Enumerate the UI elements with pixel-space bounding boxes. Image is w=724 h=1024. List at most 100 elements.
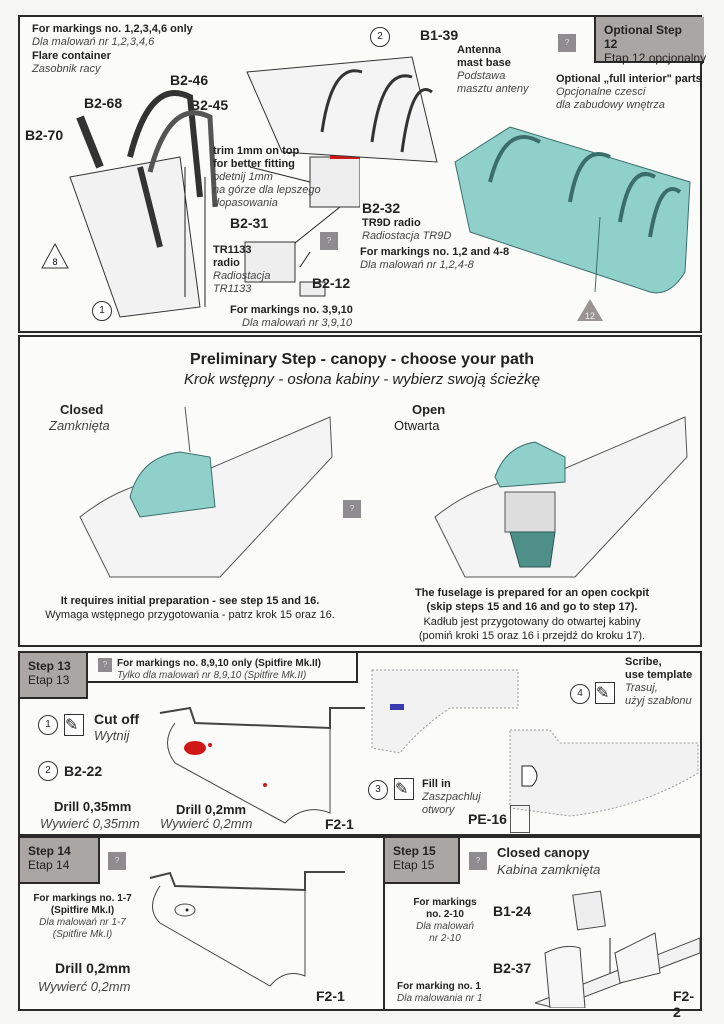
part-pe-16: PE-16 bbox=[468, 811, 507, 827]
canopy-install-drawing bbox=[535, 890, 700, 1008]
step13-box: Step 13 Etap 13 bbox=[20, 653, 88, 699]
step-title: Step 13 bbox=[28, 659, 71, 673]
closed-note: It requires initial preparation - see st… bbox=[60, 595, 320, 607]
prelim-title-pl: Krok wstępny - osłona kabiny - wybierz s… bbox=[184, 371, 540, 388]
step-title-pl: Etap 15 bbox=[393, 858, 435, 872]
open-note: The fuselage is prepared for an open coc… bbox=[414, 587, 650, 599]
circle-2: 2 bbox=[370, 27, 390, 47]
scriber-icon: ✎ bbox=[595, 682, 615, 704]
help-icon[interactable]: ? bbox=[469, 852, 487, 870]
step13-panel: Step 13 Etap 13 ? For markings no. 8,9,1… bbox=[18, 651, 702, 836]
step15-panel: Step 15 Etap 15 ? Closed canopy Kabina z… bbox=[383, 836, 702, 1020]
antenna-label-pl-2: masztu anteny bbox=[457, 83, 529, 95]
drill-035-label-pl: Wywierć 0,35mm bbox=[40, 816, 140, 831]
filler-icon: ✎ bbox=[394, 778, 414, 800]
tr1133-label: TR1133 bbox=[213, 244, 252, 256]
part-b1-39: B1-39 bbox=[420, 27, 459, 43]
marking-1-note-pl: Dla malowania nr 1 bbox=[397, 993, 483, 1004]
step-title-pl: Etap 14 bbox=[28, 858, 70, 872]
circle-2: 2 bbox=[38, 761, 58, 781]
step15-box: Step 15 Etap 15 bbox=[385, 838, 460, 884]
triangle-8-icon: 8 bbox=[41, 242, 69, 269]
optional-parts-label: Optional „full interior" parts bbox=[556, 73, 702, 85]
part-b2-22: B2-22 bbox=[64, 763, 103, 779]
circle-4: 4 bbox=[570, 684, 590, 704]
part-b2-31: B2-31 bbox=[230, 215, 269, 231]
part-b2-45: B2-45 bbox=[190, 97, 229, 113]
trim-note: trim 1mm on top bbox=[213, 145, 300, 157]
optional-step-title-pl: Etap 12 opcjonalny bbox=[604, 51, 707, 65]
tr1133-label-2: radio bbox=[213, 257, 240, 269]
drill-02-label-pl: Wywierć 0,2mm bbox=[160, 816, 253, 831]
marking-1-note: For marking no. 1 bbox=[397, 981, 481, 992]
drill-035-label: Drill 0,35mm bbox=[54, 799, 132, 814]
markings-note: For markings no. 1-7 bbox=[33, 893, 132, 904]
markings-note-2-pl: Dla malowań nr 1,2,4-8 bbox=[360, 259, 474, 271]
flare-label: Flare container bbox=[32, 50, 111, 62]
help-icon[interactable]: ? bbox=[108, 852, 126, 870]
scribe-label-pl-2: użyj szablonu bbox=[625, 695, 692, 707]
open-label: Open bbox=[412, 402, 446, 417]
closed-canopy-drawing bbox=[79, 406, 333, 578]
closed-canopy-title: Closed canopy bbox=[497, 845, 590, 860]
prelim-title: Preliminary Step - canopy - choose your … bbox=[189, 351, 535, 368]
trim-note-pl: odetnij 1mm bbox=[213, 171, 273, 183]
trim-note-pl-2: na górze dla lepszego bbox=[213, 184, 321, 196]
markings-note-3: For markings no. 3,9,10 bbox=[230, 304, 353, 316]
tr9d-label-pl: Radiostacja TR9D bbox=[362, 230, 452, 242]
circle-1: 1 bbox=[38, 715, 58, 735]
flare-label-pl: Zasobnik racy bbox=[32, 63, 101, 75]
antenna-label-2: mast base bbox=[457, 57, 511, 69]
part-b2-46: B2-46 bbox=[170, 72, 209, 88]
scribe-label-pl: Trasuj, bbox=[625, 682, 658, 694]
markings-note-pl-2: (Spitfire Mk.I) bbox=[52, 929, 113, 940]
circle-3: 3 bbox=[368, 780, 388, 800]
open-note-2: (skip steps 15 and 16 and go to step 17)… bbox=[426, 601, 638, 613]
part-f2-2: F2-2 bbox=[673, 988, 694, 1020]
svg-text:8: 8 bbox=[52, 257, 57, 267]
markings-note-pl: Tylko dla malowań nr 8,9,10 (Spitfire Mk… bbox=[117, 670, 307, 681]
part-b2-12: B2-12 bbox=[312, 275, 351, 291]
scribe-label: Scribe, bbox=[625, 656, 662, 668]
markings-note: For markings no. 1,2,3,4,6 only bbox=[32, 23, 193, 35]
part-b2-37: B2-37 bbox=[493, 960, 532, 976]
step-title: Step 15 bbox=[393, 844, 436, 858]
closed-canopy-title-pl: Kabina zamknięta bbox=[497, 862, 601, 877]
optional-parts-label-pl-2: dla zabudowy wnętrza bbox=[556, 99, 665, 111]
markings-note-pl: Dla malowań nr 1,2,3,4,6 bbox=[32, 36, 155, 48]
optional-step-title: Optional Step 12 bbox=[604, 23, 682, 51]
fill-in-label-pl: Zaszpachluj bbox=[422, 791, 481, 803]
step14-panel: Step 14 Etap 14 ? For markings no. 1-7 (… bbox=[18, 836, 385, 1011]
help-icon[interactable]: ? bbox=[558, 34, 576, 52]
optional-parts-label-pl: Opcjonalne czesci bbox=[556, 86, 646, 98]
preliminary-panel: Preliminary Step - canopy - choose your … bbox=[18, 335, 702, 647]
markings-note-pl-2: nr 2-10 bbox=[429, 933, 461, 944]
markings-note-pl: Dla malowań nr 1-7 bbox=[39, 917, 126, 928]
open-note-pl: Kadłub jest przygotowany do otwartej kab… bbox=[423, 616, 641, 628]
markings-note-3-pl: Dla malowań nr 3,9,10 bbox=[242, 317, 353, 329]
antenna-label: Antenna bbox=[457, 44, 501, 56]
drill-label-pl: Wywierć 0,2mm bbox=[38, 979, 131, 994]
step-title-pl: Etap 13 bbox=[28, 673, 70, 687]
part-f2-1: F2-1 bbox=[316, 988, 345, 1004]
drill-label: Drill 0,2mm bbox=[55, 960, 131, 976]
panel-fill-drawing bbox=[371, 669, 519, 754]
closed-label: Closed bbox=[60, 402, 104, 417]
antenna-label-pl: Podstawa bbox=[457, 70, 506, 82]
markings-note-2: no. 2-10 bbox=[426, 909, 464, 920]
help-icon[interactable]: ? bbox=[98, 658, 112, 672]
panel-template-drawing bbox=[509, 729, 699, 817]
optional-step-12-box: Optional Step 12 Etap 12 opcjonalny bbox=[594, 17, 707, 65]
open-canopy-drawing bbox=[434, 416, 688, 578]
step14-box: Step 14 Etap 14 bbox=[20, 838, 100, 884]
open-note-pl-2: (pomiń kroki 15 oraz 16 i przejdź do kro… bbox=[418, 630, 646, 642]
tr1133-label-pl-2: TR1133 bbox=[213, 283, 252, 295]
step12-panel: For markings no. 1,2,3,4,6 only Dla malo… bbox=[18, 15, 707, 333]
full-interior-drawing bbox=[454, 126, 691, 294]
help-icon[interactable]: ? bbox=[343, 500, 361, 518]
help-icon[interactable]: ? bbox=[320, 232, 338, 250]
cut-off-label-pl: Wytnij bbox=[94, 728, 130, 743]
pe16-template-icon bbox=[510, 805, 530, 833]
drill-02-label: Drill 0,2mm bbox=[176, 802, 247, 817]
triangle-12-icon: 12 bbox=[577, 299, 603, 321]
